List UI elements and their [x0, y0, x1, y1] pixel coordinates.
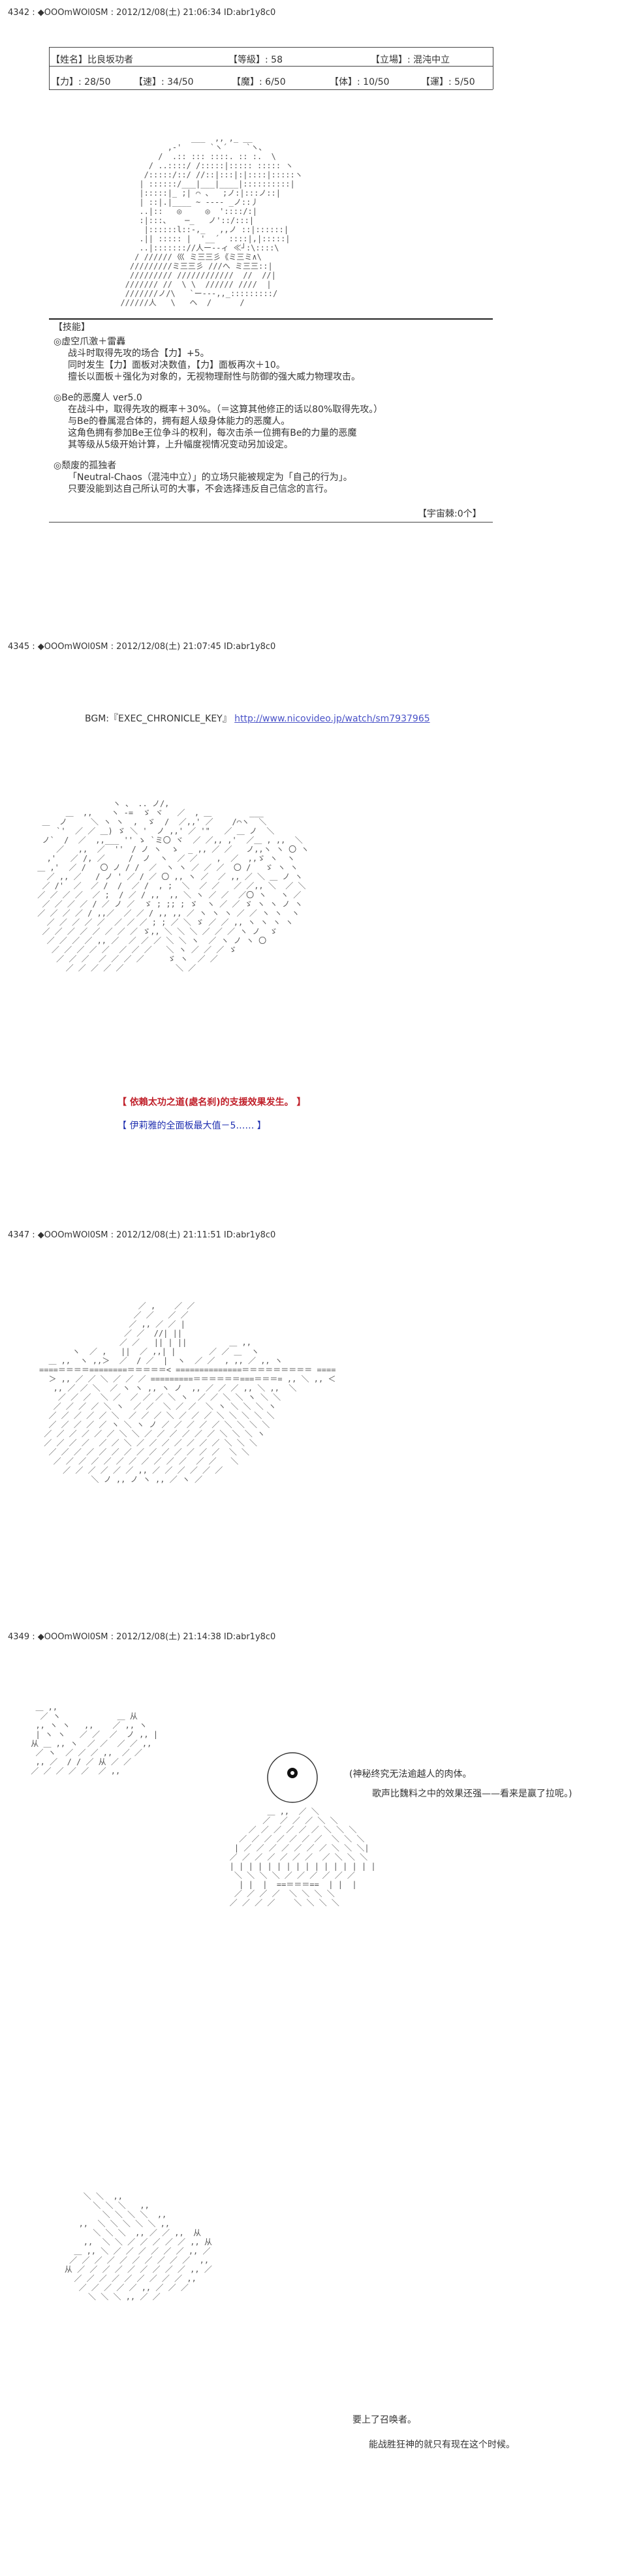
effect-message: 【 伊莉雅的全面板最大值－5…… 】 — [117, 1121, 266, 1131]
divider — [49, 318, 493, 320]
skill-line: 擅长以面板＋强化为对象的，无视物理耐性与防御的强大威力物理攻击。 — [68, 372, 360, 382]
skill-line: 与Be的眷属混合体的，拥有超人级身体能力的恶魔人。 — [68, 416, 290, 427]
skill-footer: 【宇宙棘:0个】 — [418, 509, 482, 519]
stat-mag: 【魔】: 6/50 — [232, 77, 286, 87]
skills-title: 【技能】 — [54, 322, 90, 333]
post-header: 4347 : ◆OOOmWOl0SM : 2012/12/08(土) 21:11… — [8, 1230, 276, 1240]
skill-line: 这角色拥有参加Be王位争斗的权利，每次击杀一位拥有Be的力量的恶魔 — [68, 428, 357, 438]
stat-agi: 【速】: 34/50 — [134, 77, 194, 87]
bgm-title: BGM:『EXEC_CHRONICLE_KEY』 — [85, 714, 232, 724]
divider — [49, 66, 493, 67]
post-header: 4342 : ◆OOOmWOl0SM : 2012/12/08(土) 21:06… — [8, 8, 276, 18]
bgm-label: BGM:『EXEC_CHRONICLE_KEY』 http://www.nico… — [85, 712, 430, 725]
bgm-link[interactable]: http://www.nicovideo.jp/watch/sm7937965 — [234, 714, 430, 724]
divider — [49, 89, 493, 90]
skill-line: 「Neutral-Chaos（混沌中立）」的立场只能被规定为「自己的行为」。 — [68, 472, 352, 483]
divider — [49, 47, 493, 48]
skill-line: 在战斗中，取得先攻的概率＋30%。（＝这算其他修正的话以80%取得先攻。） — [68, 404, 383, 415]
ascii-art-crowd: ＿ ,, ／ ヽ ＿ 从 ,, ヽ ヽ ,, ／ ,, ヽ | ヽ ヽ ／ ／ … — [31, 1703, 159, 1776]
skill-title: ◎Be的恶魔人 ver5.0 — [54, 393, 142, 403]
ascii-art-summon: ＼ ＼ ,, ＼ ＼ ＼ ,, ＼ ＼ ＼ ＼ ,, ,, ＼ ＼ ＼ ＼ ＼ … — [64, 2192, 212, 2301]
stat-body: 【体】: 10/50 — [330, 77, 390, 87]
post-header: 4345 : ◆OOOmWOl0SM : 2012/12/08(土) 21:07… — [8, 642, 276, 652]
ascii-art-figure: ＿ ,, ／ ＼ ／ ／ ／ ／ ＼ ＼ ／ ／ ／ ／ ／ ／ ＼ ＼ ＼ ／… — [229, 1807, 376, 1907]
skill-line: 其等级从5级开始计算，上升幅度视情况变动另加设定。 — [68, 440, 293, 450]
skill-line: 同时发生【力】面板对决数值，【力】面板再次＋10。 — [68, 360, 285, 371]
skill-title: ◎虚空爪激＋雷轟 — [54, 337, 126, 347]
effect-message: 【 依賴太功之道(處名刹)的支援效果发生。 】 — [117, 1097, 306, 1108]
head-shape — [267, 1752, 318, 1803]
post-header: 4349 : ◆OOOmWOl0SM : 2012/12/08(土) 21:14… — [8, 1632, 276, 1642]
speech-line: 能战胜狂神的就只有现在这个时候。 — [369, 2440, 515, 2450]
ascii-art-sword-clash: ／ , ／ ／ ／ ／ ／ ／ ／ ,, ／ ／ | ／ ／ //| || ／ … — [39, 1301, 336, 1484]
stat-name: 【姓名】比良坂功者 — [51, 55, 133, 65]
stat-str: 【力】: 28/50 — [51, 77, 111, 87]
skill-line: 战斗时取得先攻的场合【力】+5。 — [68, 348, 210, 359]
speech-line: 要上了召唤者。 — [352, 2415, 416, 2425]
stat-luck: 【運】: 5/50 — [421, 77, 475, 87]
ascii-art-character: ___ ,, ,_ __ ,-' `ヽ´ `ヽ、 / .:: ::: ::::.… — [120, 134, 303, 307]
divider — [49, 47, 50, 89]
speech-line: 歌声比魏料之中的效果还强——看来是赢了拉呢。) — [372, 1789, 572, 1799]
stat-stance: 【立場】: 混沌中立 — [371, 55, 450, 65]
skill-line: 只要没能到达自己所认可的大事，不会选择违反自己信念的言行。 — [68, 484, 333, 494]
speech-line: (神秘终究无法逾越人的肉体。 — [349, 1769, 472, 1780]
stat-level: 【等級】: 58 — [228, 55, 283, 65]
skill-title: ◎颓废的孤独者 — [54, 461, 117, 471]
ascii-art-battle-scene: ヽ 、 .. ノ/, ＿ ,, ヽ -= ゞ ヾ ／ , ＿ ___ ＿ ノ ＼… — [37, 799, 309, 973]
divider — [49, 522, 493, 523]
eye-highlight — [290, 1771, 294, 1775]
